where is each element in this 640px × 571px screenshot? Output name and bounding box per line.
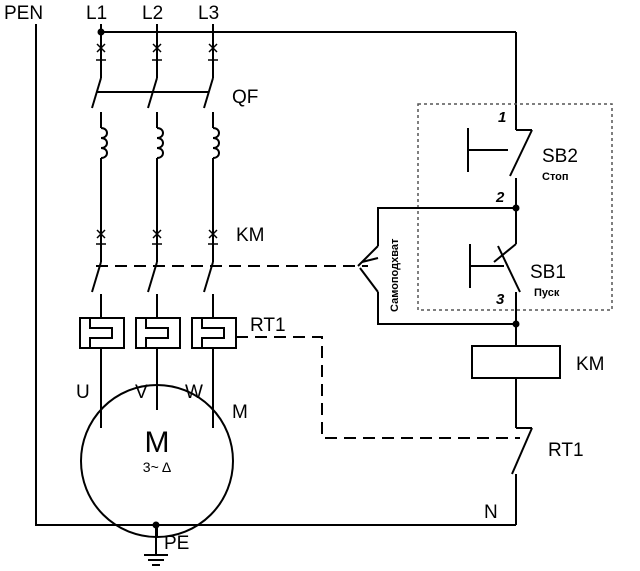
km-coil-label: KM <box>576 354 605 375</box>
pen-label: PEN <box>4 3 43 24</box>
phase-l3-label: L3 <box>198 3 219 24</box>
self-hold-lower-wire <box>377 292 516 325</box>
motor-m-label: M <box>232 402 248 423</box>
node-3-label: 3 <box>496 291 505 308</box>
sb1-contact <box>497 245 521 293</box>
qf-label: QF <box>232 87 258 108</box>
pe-label: PE <box>164 533 189 554</box>
sb1-label: SB1 <box>530 262 566 283</box>
km-coil <box>471 345 561 379</box>
km-contact-marks <box>96 229 218 245</box>
rt1-contact <box>511 427 533 475</box>
km-power-label: KM <box>236 225 265 246</box>
self-hold-contact-top <box>357 245 379 267</box>
sb2-contact <box>509 129 533 177</box>
phase-l1-label: L1 <box>86 3 107 24</box>
sb2-label: SB2 <box>542 146 578 167</box>
motor-type: 3~ Δ <box>143 459 171 475</box>
sb1-upper-stub <box>493 243 517 263</box>
rt1-heater-elements <box>79 317 237 349</box>
neutral-label: N <box>484 502 498 523</box>
self-hold-contact <box>359 267 379 293</box>
self-hold-upper-wire <box>377 207 516 246</box>
rt1-mechanical-link <box>236 336 520 439</box>
rt1-relay-label: RT1 <box>250 315 286 336</box>
node-1-label: 1 <box>498 109 506 126</box>
self-hold-label: Самоподхват <box>389 238 401 312</box>
phase-l2-label: L2 <box>142 3 163 24</box>
node-2-label: 2 <box>495 189 505 206</box>
stop-caption: Стоп <box>542 171 569 183</box>
phase-l3-path <box>203 24 220 428</box>
sb2-actuator <box>467 128 508 172</box>
pen-conductor <box>35 24 156 526</box>
rt1-contact-label: RT1 <box>548 440 584 461</box>
sb1-actuator <box>469 244 504 288</box>
start-caption: Пуск <box>534 287 560 299</box>
l1-junction-dot <box>97 28 105 36</box>
motor-letter: M <box>145 426 170 459</box>
phase-l1-path <box>91 24 108 428</box>
terminal-u-label: U <box>76 382 90 403</box>
phase-l2-path <box>147 24 164 410</box>
qf-top-contact-marks <box>96 43 218 61</box>
